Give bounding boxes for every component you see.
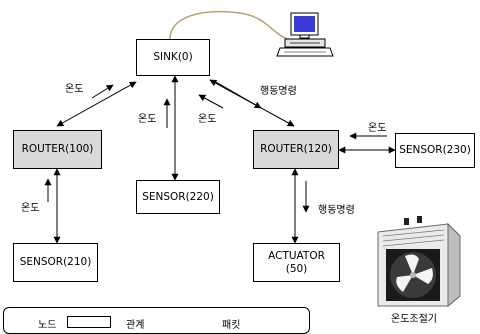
packet-temp-to-sink-left [91,84,114,99]
label-command-top: 행동명령 [260,86,297,97]
legend-node-box [67,316,111,328]
label-temp-220: 온도 [138,114,157,125]
actuator-node-50: ACTUATOR (50) [253,243,340,282]
label-temp-sink-right: 온도 [198,114,217,125]
computer-icon [276,12,334,57]
sensor-node-210: SENSOR(210) [13,243,98,282]
label-temp-210: 온도 [21,203,40,214]
actuator-label: ACTUATOR [268,249,325,262]
legend-packet-label: 패킷 [222,320,241,331]
sensor-node-220: SENSOR(220) [136,180,220,214]
router-node-120: ROUTER(120) [253,130,339,169]
packet-command-top [215,81,262,109]
label-command-actuator: 행동명령 [318,205,355,216]
relation-sink-router-left [56,81,137,127]
legend: 노드 관계 패킷 [3,307,310,334]
sink-node: SINK(0) [136,39,210,76]
legend-node-label: 노드 [38,320,57,331]
label-temp-sink-left: 온도 [65,84,84,95]
legend-relation-label: 관계 [126,320,145,331]
packet-temp-to-sink-right [198,94,224,109]
air-conditioner-icon [377,216,461,308]
label-temp-230: 온도 [368,123,387,134]
actuator-id: (50) [285,262,308,275]
computer-cable [169,10,291,41]
sensor-node-230: SENSOR(230) [395,133,475,168]
router-node-100: ROUTER(100) [13,130,102,169]
label-aircon: 온도조절기 [391,314,437,325]
